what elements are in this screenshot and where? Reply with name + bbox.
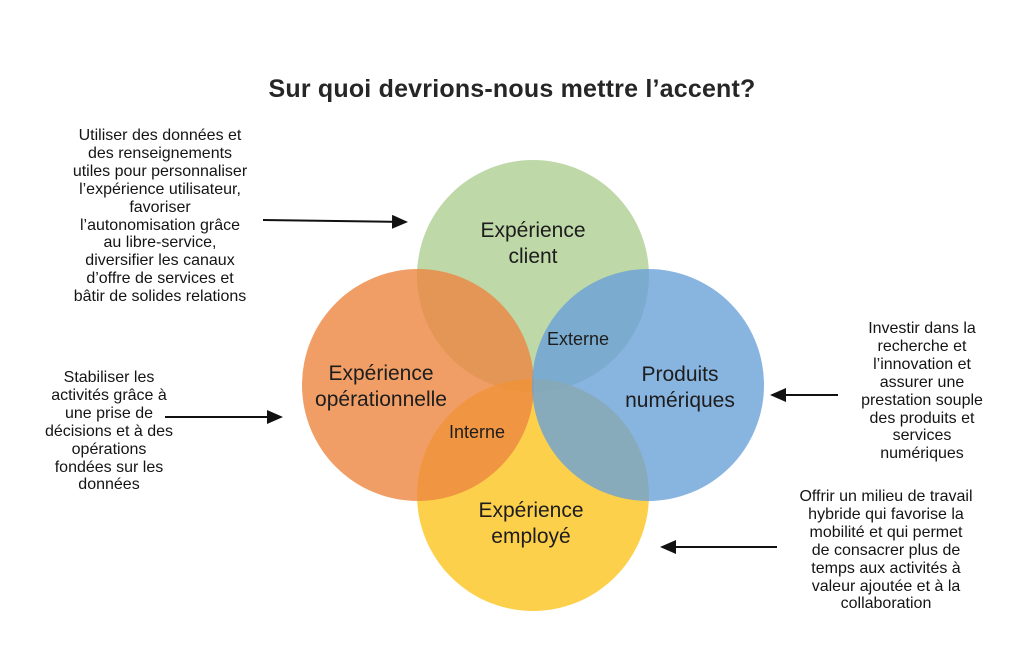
page-title: Sur quoi devrions-nous mettre l’accent? — [268, 75, 756, 103]
digital-products-label: Produits numériques — [625, 363, 735, 412]
arrow-to-customer-circle — [262, 214, 408, 229]
digital-annotation-text: Investir dans la recherche et l’innovati… — [861, 320, 983, 463]
customer-annotation-text: Utiliser des données et des renseignemen… — [72, 127, 248, 306]
digital-products-circle — [532, 269, 764, 501]
operational-experience-circle — [302, 269, 534, 501]
employee-experience-label: Expérience employé — [478, 499, 584, 548]
interne-zone-label: Interne — [448, 422, 506, 442]
operational-experience-label: Expérience opérationnelle — [315, 362, 447, 411]
customer-experience-label: Expérience client — [480, 219, 586, 268]
employee-annotation-text: Offrir un milieu de travail hybride qui … — [799, 488, 973, 613]
operational-annotation-text: Stabiliser les activités grâce à une pri… — [44, 369, 174, 494]
externe-zone-label: Externe — [546, 329, 610, 349]
